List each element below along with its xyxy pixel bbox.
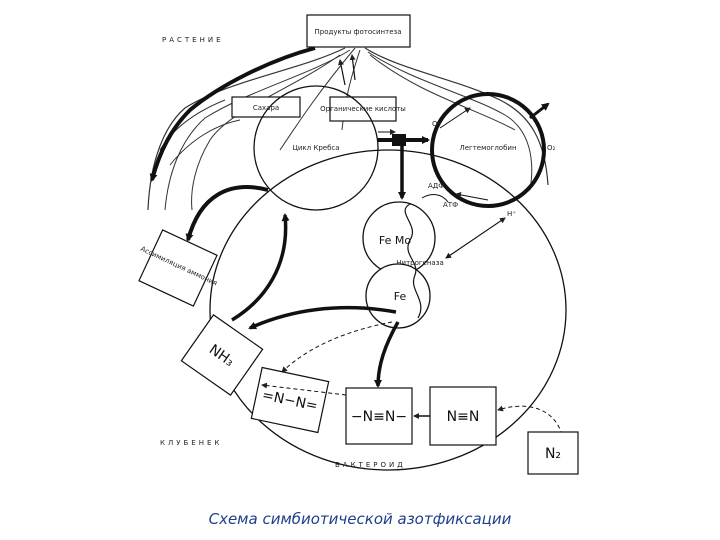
plant-label: РАСТЕНИЕ — [162, 36, 224, 44]
nn-bound-label: −N≡N− — [351, 409, 407, 425]
photosynthesis-label: Продукты фотосинтеза — [314, 28, 401, 36]
bacteroid-label: БАКТЕРОИД — [335, 461, 406, 469]
sucrose-box — [231, 96, 301, 118]
bacteroid-circle — [209, 149, 567, 471]
n2-label: N₂ — [545, 446, 561, 462]
organic-acids-label: Органические кислоты — [320, 105, 406, 113]
fe-label: Fe — [394, 290, 407, 303]
leghemoglobin-circle — [430, 92, 546, 208]
krebs-cycle-circle — [253, 85, 379, 211]
dashed-n2-arrow — [497, 405, 563, 436]
fe-to-bound-n2-arrow — [374, 321, 400, 388]
root-strands — [147, 47, 549, 211]
o2-top-label: O₂ — [432, 120, 441, 128]
sucrose-label: Сахара — [253, 104, 279, 112]
organic-acids-box — [329, 96, 397, 122]
nh3-box: NH₃ — [180, 314, 264, 396]
dashed-fe-to-intermediate — [281, 321, 393, 373]
atp-label: АТФ — [443, 201, 458, 209]
femo-label: Fe Mo — [379, 234, 411, 247]
nn-bound-box — [345, 387, 413, 445]
diagram-caption: Схема симбиотической азотфиксации — [208, 510, 512, 528]
adp-label: АДФ — [428, 182, 444, 190]
n2-box — [527, 431, 579, 475]
nh3-to-assimilation-arrow — [231, 213, 290, 322]
nn-intermediate-box: =N−N= — [250, 366, 330, 434]
o2-right-label: O₂ — [547, 144, 556, 152]
photosynthesis-box — [306, 14, 411, 48]
nitrogenase-label: Нитрогеназа — [396, 259, 443, 267]
h-plus-label: H⁺ — [507, 210, 516, 218]
nn-free-label: N≡N — [447, 409, 480, 425]
nn-free-box — [429, 386, 497, 446]
sugar-flow-arrow — [149, 46, 316, 182]
leghemoglobin-label: Легтемоглобин — [459, 144, 516, 152]
nodule-label: КЛУБЕНЕК — [160, 439, 222, 447]
to-assimilation-arrow — [185, 185, 269, 242]
ammonium-assimilation-box: Ассимиляция аммония — [138, 229, 219, 307]
krebs-cycle-label: Цикл Кребса — [292, 144, 339, 152]
fe-to-nh3-arrow — [248, 305, 397, 330]
